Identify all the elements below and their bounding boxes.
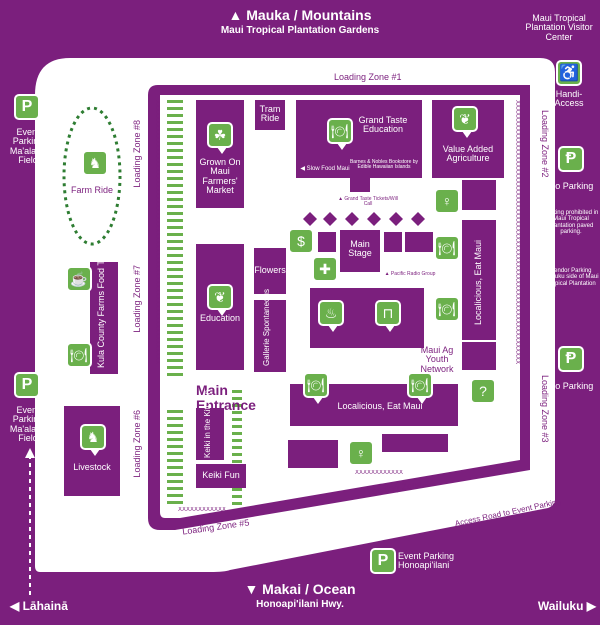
slow-food-label: ◀ Slow Food Maui bbox=[300, 166, 350, 172]
picnic-table-icon: ⊓ bbox=[375, 300, 401, 332]
keiki-kitchen-building[interactable] bbox=[196, 408, 224, 460]
handi-access-label: Handi-Access bbox=[554, 89, 584, 109]
loading-zone-6: Loading Zone #6 bbox=[132, 410, 142, 478]
main-stage-building[interactable] bbox=[340, 230, 380, 272]
info-icon: ? bbox=[470, 378, 496, 410]
tickets-booth[interactable] bbox=[350, 178, 370, 192]
stage-side-left bbox=[318, 232, 336, 252]
parking-icon-bottom: P bbox=[370, 548, 396, 574]
flowers-building[interactable] bbox=[254, 248, 286, 294]
handicap-icon: ♿ bbox=[556, 60, 582, 86]
barnes-label: Barnes & Nobles Bookstore by Edible Hawa… bbox=[349, 159, 419, 171]
basket-icon: ☘ bbox=[207, 122, 233, 154]
bottom-subheading: Honoapi'ilani Hwy. bbox=[256, 599, 344, 610]
youth-network-box[interactable] bbox=[462, 342, 496, 370]
stage-side-right bbox=[384, 232, 402, 252]
kula-label: Kula County Farms Food Truck bbox=[96, 243, 106, 368]
restroom-icon-1: ♀ bbox=[434, 188, 460, 220]
grand-taste-building[interactable] bbox=[296, 100, 422, 178]
dining-icon-2: 🍽 bbox=[434, 235, 460, 267]
vendor-parking-label: Vendor Parking Wailuku side of Maui Trop… bbox=[543, 268, 599, 287]
parking-icon-1: P bbox=[14, 94, 40, 120]
loading-zone-8: Loading Zone #8 bbox=[132, 120, 142, 188]
coffee-icon: ☕ bbox=[66, 266, 92, 298]
livestock-label: Livestock bbox=[73, 462, 111, 472]
wailuku-label: Wailuku ▶ bbox=[537, 599, 596, 613]
tram-ride-label: Tram Ride bbox=[259, 104, 281, 124]
keiki-kitchen-label: Keiki in the Kitchen bbox=[203, 389, 212, 458]
dining-icon-left: 🍽 bbox=[66, 342, 92, 374]
event-parking-1-label: Event Parking Ma'alaea Field bbox=[9, 127, 47, 166]
top-subheading: Maui Tropical Plantation Gardens bbox=[220, 25, 380, 36]
maui-ag-label: Maui Ag Youth Network bbox=[420, 345, 454, 374]
dining-icon-5: 🍽 bbox=[407, 372, 433, 404]
keiki-fun-building[interactable] bbox=[196, 464, 246, 488]
top-heading: ▲ Mauka / Mountains bbox=[228, 7, 372, 23]
loading-zone-3: Loading Zone #3 bbox=[540, 375, 550, 443]
kula-food-truck[interactable] bbox=[90, 262, 118, 374]
fence-left: XXXXXXXXXXXXXXXXXXXXXXXXXXXXXXXXXXXXXXXX… bbox=[154, 100, 160, 365]
localicious-bottom-label: Localicious, Eat Maui bbox=[337, 401, 423, 411]
main-stage-label: Main Stage bbox=[348, 239, 372, 259]
pacific-radio-label: ▲ Pacific Radio Group bbox=[384, 271, 436, 277]
dollar-icon: $ bbox=[288, 228, 314, 260]
horse-icon-1: ♞ bbox=[82, 150, 108, 182]
farmers-market-building[interactable] bbox=[196, 100, 244, 208]
horse-icon-2: ♞ bbox=[80, 424, 106, 456]
farm-ride-label: Farm Ride bbox=[70, 185, 113, 195]
gallerie-building[interactable] bbox=[254, 300, 286, 372]
no-parking-icon-2: Ᵽ bbox=[558, 346, 584, 372]
parking-prohibited-label: Parking prohibited in Maui Tropical Plan… bbox=[543, 210, 599, 235]
restroom-icon-2: ♀ bbox=[348, 440, 374, 472]
localicious-right-building[interactable] bbox=[462, 220, 496, 340]
first-aid-icon: ✚ bbox=[312, 256, 338, 288]
lahaina-label: ◀ Lāhainā bbox=[10, 599, 68, 613]
dining-icon-4: 🍽 bbox=[303, 372, 329, 404]
loading-zone-7: Loading Zone #7 bbox=[132, 265, 142, 333]
fence-bottom-left: XXXXXXXXXXXX bbox=[178, 507, 227, 513]
loading-zone-2: Loading Zone #2 bbox=[540, 110, 550, 178]
education-label: Education bbox=[199, 313, 241, 323]
value-added-right-stub bbox=[462, 180, 496, 210]
no-parking-2-label: No Parking bbox=[548, 381, 594, 391]
stage-right-block bbox=[405, 232, 433, 252]
cake-icon: ♨ bbox=[318, 300, 344, 332]
gallerie-label: Gallerie Spontaneous bbox=[262, 289, 271, 366]
loading-zone-1: Loading Zone #1 bbox=[334, 72, 402, 82]
no-parking-1-label: No Parking bbox=[548, 181, 594, 191]
bottom-heading: ▼ Makai / Ocean bbox=[244, 581, 356, 597]
leaf-icon: ❦ bbox=[452, 106, 478, 138]
fence-top: XXXXXXXXXXXXXXXXXXXXXXXXXXXXXXXXXXXXXXXX… bbox=[272, 88, 452, 94]
fence-right: XXXXXXXXXXXXXXXXXXXXXXXXXXXXXXXXXXXXXXXX… bbox=[514, 100, 520, 365]
tickets-label: ▲ Grand Taste Tickets/Will Call bbox=[338, 196, 398, 208]
grand-taste-label: Grand Taste Education bbox=[358, 115, 408, 135]
no-parking-icon-1: Ᵽ bbox=[558, 146, 584, 172]
visitor-center-label: Maui Tropical Plantation Visitor Center bbox=[525, 13, 593, 42]
tram-ride-building[interactable] bbox=[255, 100, 285, 130]
dining-icon: 🍽 bbox=[327, 118, 353, 150]
bottom-block-2 bbox=[382, 434, 448, 452]
plant-icon: ❦ bbox=[207, 284, 233, 316]
value-added-label: Value Added Agriculture bbox=[442, 144, 494, 164]
farmers-market-label: Grown On Maui Farmers' Market bbox=[199, 157, 241, 196]
bottom-block-1 bbox=[288, 440, 338, 468]
event-parking-2-label: Event Parking Ma'alaea Field bbox=[9, 405, 47, 444]
event-parking-bottom-label: Event Parking Honoapi'ilani bbox=[398, 551, 455, 571]
localicious-right-label: Localicious, Eat Maui bbox=[473, 239, 483, 325]
parking-icon-2: P bbox=[14, 372, 40, 398]
fence-bottom-right: XXXXXXXXXXXX bbox=[355, 470, 404, 476]
flowers-label: Flowers bbox=[254, 265, 286, 275]
keiki-fun-label: Keiki Fun bbox=[202, 470, 240, 480]
dining-icon-3: 🍽 bbox=[434, 296, 460, 328]
